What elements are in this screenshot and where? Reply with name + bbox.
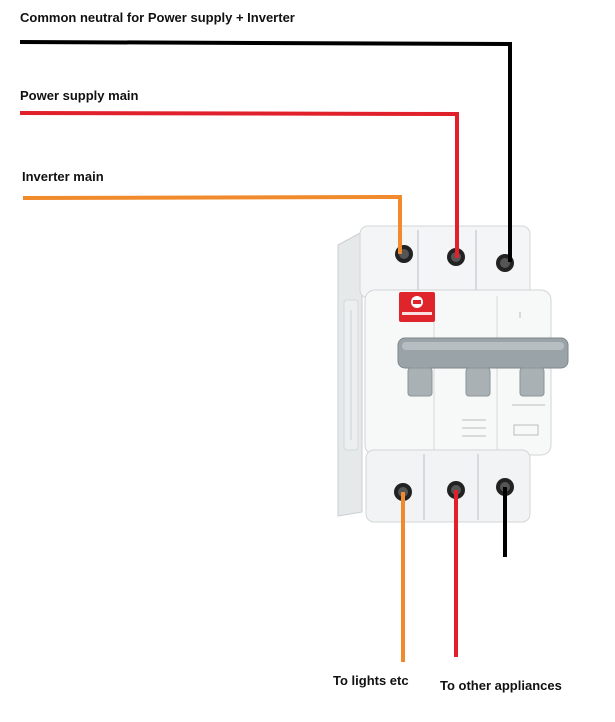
label-power-supply-main: Power supply main <box>20 88 139 103</box>
wires <box>19 40 512 662</box>
label-common-neutral: Common neutral for Power supply + Invert… <box>20 10 295 25</box>
wire-inverter-in <box>22 194 402 254</box>
front-markings <box>462 312 545 437</box>
label-to-other-appliances: To other appliances <box>440 678 562 693</box>
wire-common-neutral-in <box>19 40 512 262</box>
label-to-lights: To lights etc <box>333 673 409 688</box>
wire-power-supply-in <box>19 111 459 258</box>
circuit-breaker <box>337 225 569 523</box>
brand-logo <box>399 292 435 322</box>
toggle-handle <box>397 337 569 397</box>
label-inverter-main: Inverter main <box>22 169 104 184</box>
